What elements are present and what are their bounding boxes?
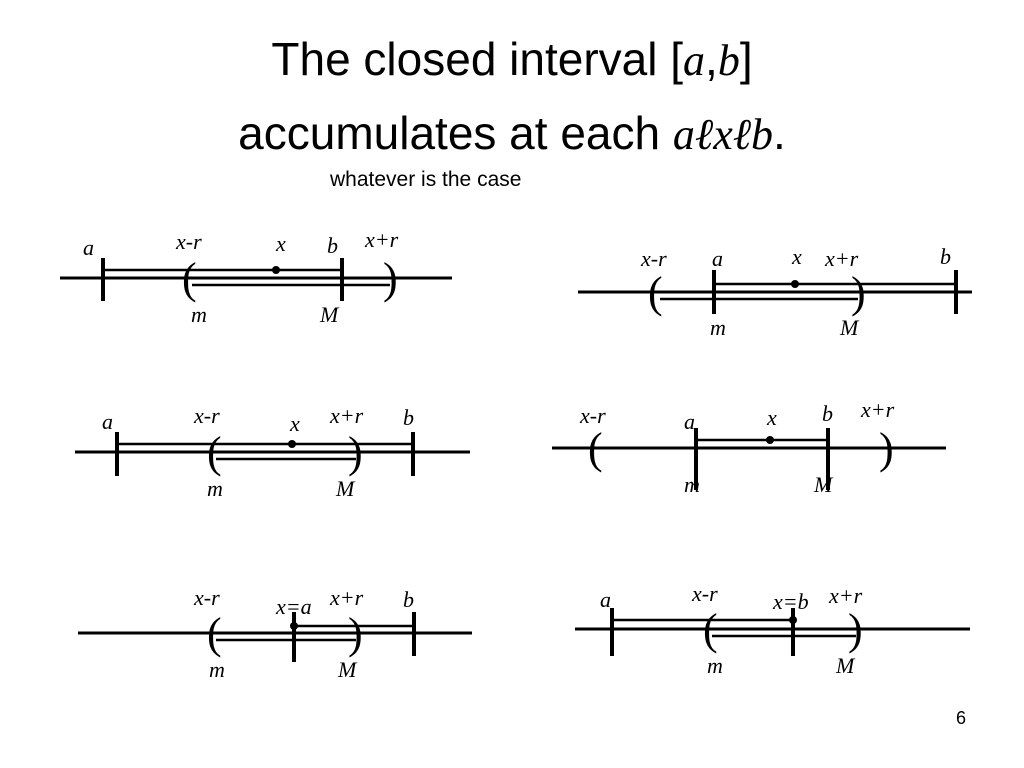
title-var-b: b — [751, 110, 774, 159]
open-paren: ( — [207, 609, 222, 658]
slide-title-line1: The closed interval [a,b] — [0, 30, 1024, 90]
page-number: 6 — [955, 708, 966, 728]
label-a: a — [712, 246, 723, 271]
close-paren: ) — [879, 424, 894, 473]
title-var-b: b — [717, 36, 740, 85]
open-paren: ( — [703, 605, 718, 654]
title-text: The closed interval [ — [271, 33, 684, 85]
label-x-plus-r: x+r — [824, 246, 859, 271]
label-m: m — [707, 653, 723, 678]
label-M: M — [337, 657, 358, 682]
point-x — [272, 266, 280, 274]
label-x-equals-b: x=b — [772, 589, 809, 614]
diagram-5-labels: x-r x=a x+r b m M — [193, 585, 414, 682]
open-paren: ( — [648, 268, 663, 317]
label-x: x — [791, 244, 802, 269]
label-x: x — [275, 231, 286, 256]
label-M: M — [335, 476, 356, 501]
label-x-plus-r: x+r — [329, 585, 364, 610]
point-x — [290, 622, 298, 630]
label-b: b — [327, 233, 338, 258]
label-M: M — [319, 302, 340, 327]
slide-title-line2: accumulates at each aℓxℓb. — [0, 104, 1024, 164]
diagram-3-labels: a x-r x x+r b m M — [102, 403, 414, 501]
diagram-6-labels: a x-r x=b x+r m M — [600, 581, 863, 678]
label-x-plus-r: x+r — [329, 403, 364, 428]
label-M: M — [813, 472, 834, 497]
close-paren: ) — [848, 605, 863, 654]
title-relation-symbol: ℓ — [694, 110, 714, 159]
point-x — [791, 280, 799, 288]
label-m: m — [710, 315, 726, 340]
label-a: a — [83, 235, 94, 260]
title-comma: , — [705, 33, 718, 85]
point-x — [288, 440, 296, 448]
label-x-plus-r: x+r — [364, 227, 399, 252]
label-b: b — [403, 587, 414, 612]
label-x-minus-r: x-r — [193, 585, 220, 610]
diagram-4-labels: x-r a x b x+r m M — [579, 397, 895, 497]
diagram-2 — [578, 270, 972, 314]
title-var-x: x — [713, 110, 733, 159]
open-paren: ( — [182, 254, 197, 303]
parentheses: ( ) ( ) ( ) ( ) ( ) ( ) — [182, 254, 894, 658]
label-x-minus-r: x-r — [175, 229, 202, 254]
title-var-a: a — [683, 36, 706, 85]
label-x-plus-r: x+r — [828, 583, 863, 608]
label-m: m — [684, 472, 700, 497]
label-x: x — [766, 405, 777, 430]
label-x: x — [289, 411, 300, 436]
label-m: m — [209, 657, 225, 682]
label-M: M — [839, 315, 860, 340]
title-bracket: ] — [739, 33, 753, 85]
close-paren: ) — [348, 428, 363, 477]
title-period: . — [773, 107, 786, 159]
diagram-1 — [60, 258, 452, 301]
label-b: b — [403, 405, 414, 430]
diagram-5 — [78, 612, 472, 662]
diagram-2-labels: x-r a x x+r b m M — [640, 244, 951, 340]
diagram-3 — [75, 432, 470, 476]
open-paren: ( — [207, 428, 222, 477]
label-m: m — [191, 302, 207, 327]
label-x-minus-r: x-r — [640, 246, 667, 271]
close-paren: ) — [851, 268, 866, 317]
title-var-a: a — [672, 110, 695, 159]
label-x-minus-r: x-r — [193, 403, 220, 428]
label-x-equals-a: x=a — [275, 594, 312, 619]
close-paren: ) — [348, 609, 363, 658]
label-a: a — [600, 587, 611, 612]
label-m: m — [207, 476, 223, 501]
label-a: a — [684, 409, 695, 434]
point-x — [766, 436, 774, 444]
diagram-1-labels: a x-r x b x+r m M — [83, 227, 399, 327]
title-relation-symbol: ℓ — [732, 110, 752, 159]
subtitle: whatever is the case — [330, 168, 522, 191]
close-paren: ) — [383, 254, 398, 303]
diagram-4 — [552, 428, 946, 490]
diagram-6 — [575, 608, 970, 656]
label-x-minus-r: x-r — [691, 581, 718, 606]
point-x — [789, 616, 797, 624]
label-x-plus-r: x+r — [860, 397, 895, 422]
label-x-minus-r: x-r — [579, 403, 606, 428]
open-paren: ( — [588, 424, 603, 473]
label-b: b — [822, 401, 833, 426]
label-M: M — [835, 653, 856, 678]
label-a: a — [102, 409, 113, 434]
title-text: accumulates at each — [238, 107, 673, 159]
label-b: b — [940, 244, 951, 269]
